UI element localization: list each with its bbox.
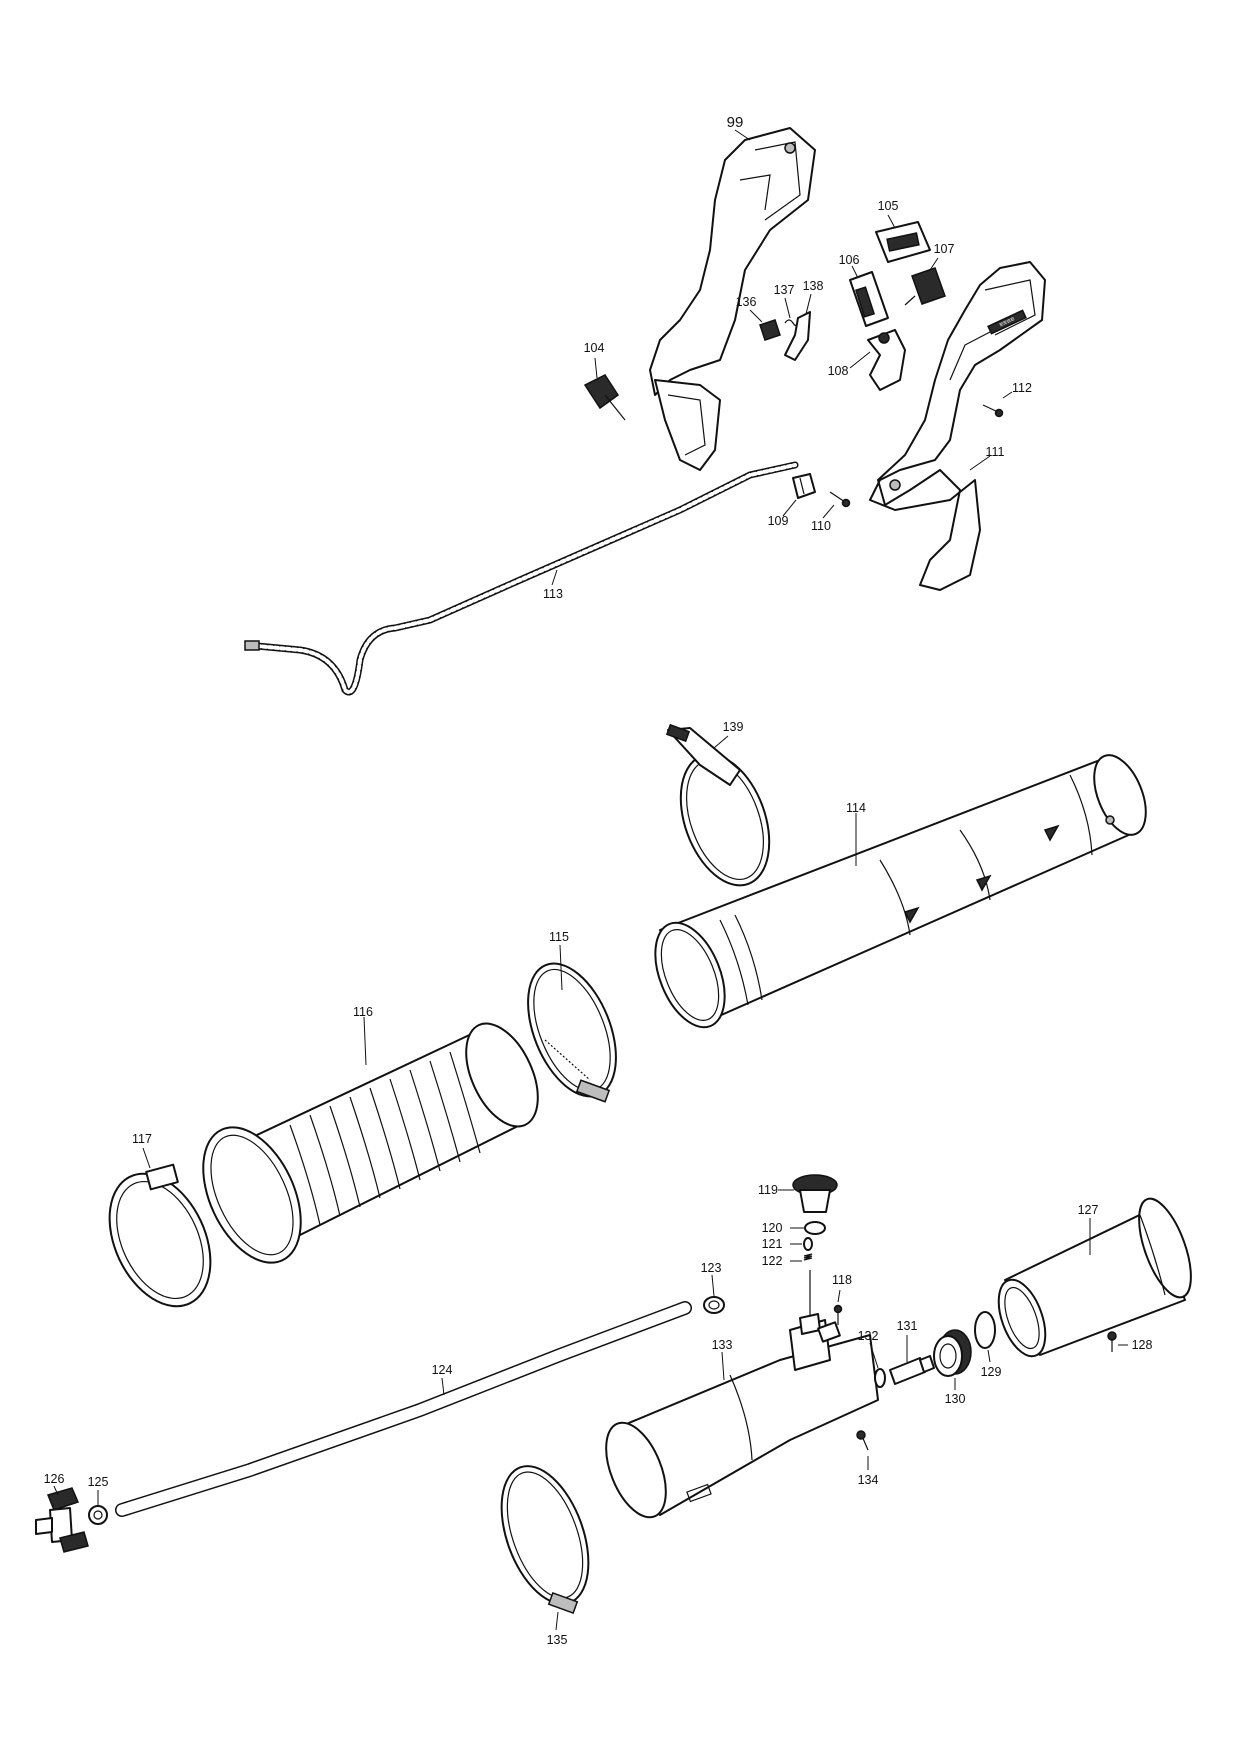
callout-133: 133 <box>712 1338 733 1352</box>
part-120-o-ring <box>804 1221 826 1235</box>
part-127-outlet-nozzle <box>997 1197 1192 1358</box>
callout-109: 109 <box>768 514 789 528</box>
part-126-valve-tap <box>35 1487 89 1553</box>
part-113-flexible-cable <box>244 461 799 696</box>
callout-114: 114 <box>846 801 866 815</box>
callout-139: 139 <box>723 720 744 734</box>
callout-134: 134 <box>858 1473 879 1487</box>
part-139-strap-band <box>665 723 771 887</box>
part-122-spring <box>803 1253 813 1261</box>
part-132-o-ring <box>874 1368 886 1388</box>
callout-105: 105 <box>878 199 899 213</box>
callout-112: 112 <box>1012 381 1032 395</box>
part-136-clip <box>759 319 781 341</box>
callout-131: 131 <box>897 1319 918 1333</box>
callout-107: 107 <box>934 242 955 256</box>
callout-115: 115 <box>549 930 569 944</box>
callout-116: 116 <box>353 1005 373 1019</box>
part-114-main-pipe <box>654 754 1147 1029</box>
part-109-cable-clip <box>792 473 816 499</box>
part-130-adaptor <box>933 1329 972 1377</box>
part-107-switch <box>904 267 946 306</box>
part-131-nozzle-tip <box>889 1355 935 1385</box>
part-117-clamp <box>108 1163 212 1308</box>
part-111-handle-half <box>869 261 1046 591</box>
part-124-tube <box>115 1301 692 1517</box>
part-106-control-panel <box>849 271 889 327</box>
callout-119: 119 <box>758 1183 778 1197</box>
callout-121: 121 <box>762 1237 783 1251</box>
part-115-hose-clamp <box>527 962 617 1103</box>
part-133-nozzle-body <box>605 1313 879 1519</box>
part-123-clip <box>703 1296 725 1314</box>
part-108-trigger <box>867 329 906 391</box>
callout-110: 110 <box>811 519 831 533</box>
part-135-hose-clamp <box>500 1465 590 1615</box>
callout-129: 129 <box>981 1365 1002 1379</box>
part-119-cap <box>792 1174 838 1213</box>
callout-120: 120 <box>762 1221 783 1235</box>
callout-135: 135 <box>547 1633 568 1647</box>
callout-138: 138 <box>803 279 824 293</box>
callout-127: 127 <box>1078 1203 1099 1217</box>
callout-111: 111 <box>985 445 1004 459</box>
callout-104: 104 <box>584 341 605 355</box>
part-116-bellows-hose <box>202 1022 539 1264</box>
callout-117: 117 <box>132 1132 152 1146</box>
handle-brand-mark: ≡≡≡≡ <box>987 309 1027 335</box>
callout-126: 126 <box>44 1472 65 1486</box>
callout-99: 99 <box>727 114 744 131</box>
part-104-knob <box>583 374 626 421</box>
part-129-o-ring <box>974 1311 996 1349</box>
callout-122: 122 <box>762 1254 783 1268</box>
callout-123: 123 <box>701 1261 722 1275</box>
part-125-nut <box>88 1505 108 1525</box>
callout-108: 108 <box>828 364 849 378</box>
part-118-screw <box>833 1304 843 1325</box>
callout-118: 118 <box>832 1273 852 1287</box>
part-105-switch-cover <box>875 221 931 263</box>
callout-128: 128 <box>1132 1338 1153 1352</box>
callout-130: 130 <box>945 1392 966 1406</box>
callout-113: 113 <box>543 587 563 601</box>
callout-124: 124 <box>432 1363 453 1377</box>
callout-132: 132 <box>858 1329 879 1343</box>
part-112-screw <box>982 404 1004 418</box>
part-134-screw <box>856 1430 869 1451</box>
part-99-handle-half <box>649 127 816 471</box>
callout-136: 136 <box>736 295 757 309</box>
part-121-ball <box>803 1237 813 1251</box>
callout-125: 125 <box>88 1475 109 1489</box>
part-138-lever <box>784 311 811 361</box>
callout-137: 137 <box>774 283 795 297</box>
part-128-screw <box>1107 1331 1117 1352</box>
callout-106: 106 <box>839 253 860 267</box>
part-110-screw <box>829 491 851 508</box>
